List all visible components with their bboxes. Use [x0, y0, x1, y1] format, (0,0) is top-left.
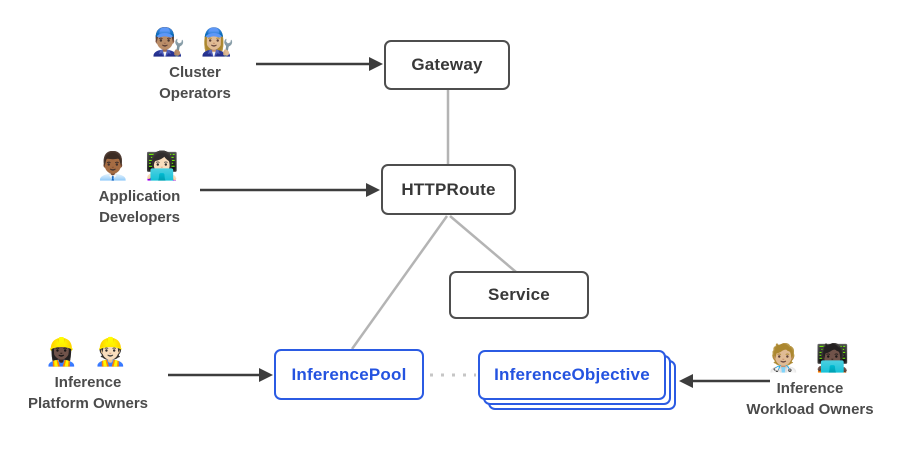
- connector-httproute-service: [449, 215, 517, 273]
- connector-httproute-inferencepool: [350, 215, 449, 350]
- httproute-node: HTTPRoute: [381, 164, 516, 215]
- persona-cluster-operators: 👨🏽‍🔧 👩🏼‍🔧 Cluster Operators: [115, 24, 275, 104]
- inferencepool-node-label: InferencePool: [291, 364, 407, 384]
- inference-workload-owners-emoji-icon: 🧑🏼‍⚕️ 🧑🏿‍💻: [766, 343, 854, 373]
- gateway-node: Gateway: [384, 40, 510, 90]
- arrow-workload-owners-to-inferenceobjective: [679, 374, 770, 388]
- inferenceobjective-node-label: InferenceObjective: [494, 365, 650, 384]
- arrow-application-developers-to-httproute: [200, 183, 380, 197]
- inferenceobjective-node: InferenceObjective: [478, 350, 666, 400]
- arrow-platform-owners-to-inferencepool: [168, 368, 273, 382]
- arrow-cluster-operators-to-gateway: [256, 57, 383, 71]
- inference-platform-owners-label: Inference Platform Owners: [27, 374, 149, 412]
- service-node: Service: [449, 271, 589, 319]
- application-developers-label: Application Developers: [98, 188, 181, 226]
- persona-inference-workload-owners: 🧑🏼‍⚕️ 🧑🏿‍💻 Inference Workload Owners: [725, 340, 895, 420]
- persona-application-developers: 👨🏾‍💼 👩🏻‍💻 Application Developers: [57, 148, 222, 228]
- cluster-operators-label: Cluster Operators: [159, 64, 231, 102]
- service-node-label: Service: [488, 285, 550, 304]
- persona-inference-platform-owners: 👷🏿‍♀️ 👷🏻 Inference Platform Owners: [3, 334, 173, 414]
- cluster-operators-emoji-icon: 👨🏽‍🔧 👩🏼‍🔧: [151, 27, 239, 57]
- application-developers-emoji-icon: 👨🏾‍💼 👩🏻‍💻: [96, 151, 183, 181]
- gateway-node-label: Gateway: [411, 55, 483, 74]
- inference-platform-owners-emoji-icon: 👷🏿‍♀️ 👷🏻: [44, 337, 132, 367]
- httproute-node-label: HTTPRoute: [401, 179, 496, 199]
- inference-workload-owners-label: Inference Workload Owners: [746, 380, 874, 418]
- inferencepool-node: InferencePool: [274, 349, 424, 400]
